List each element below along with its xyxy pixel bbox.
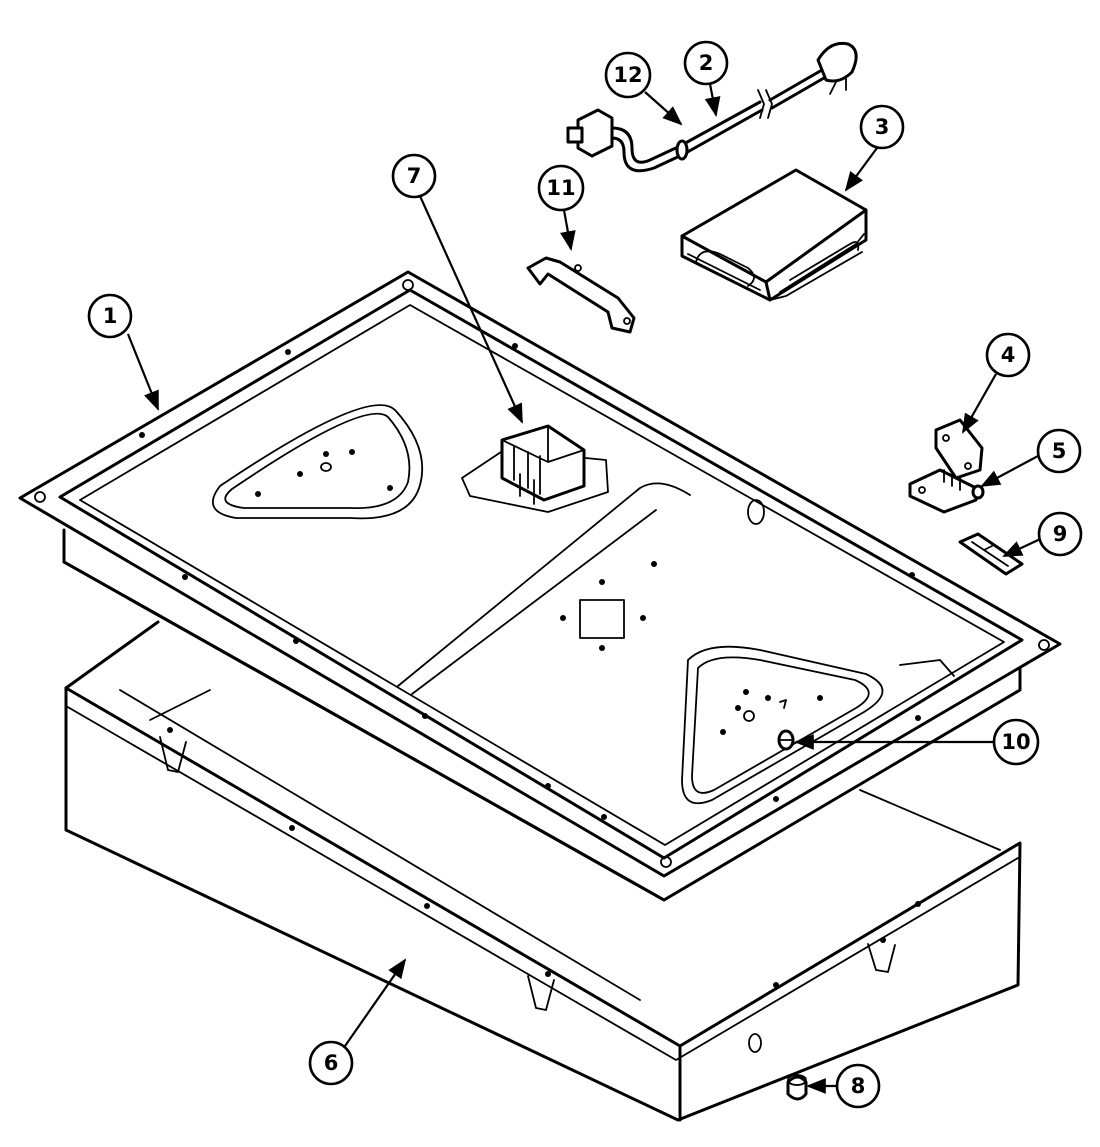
leader-2 bbox=[704, 83, 721, 117]
leader-1 bbox=[126, 333, 160, 411]
callout-label: 10 bbox=[1001, 730, 1030, 754]
callout-2: 2 bbox=[683, 40, 729, 86]
callout-label: 2 bbox=[699, 51, 714, 75]
callout-1: 1 bbox=[87, 293, 133, 339]
control-box bbox=[680, 168, 868, 302]
base-box bbox=[64, 620, 1022, 1122]
callout-9: 9 bbox=[1037, 511, 1083, 557]
callout-7: 7 bbox=[391, 153, 437, 199]
callout-label: 9 bbox=[1053, 522, 1068, 546]
callout-label: 3 bbox=[875, 115, 890, 139]
callout-8: 8 bbox=[835, 1063, 881, 1109]
callout-4: 4 bbox=[985, 332, 1031, 378]
callout-5: 5 bbox=[1036, 428, 1082, 474]
bracket bbox=[526, 256, 636, 334]
callout-12: 12 bbox=[604, 51, 652, 99]
leader-lines bbox=[126, 83, 1052, 1094]
leader-6 bbox=[344, 958, 407, 1047]
leader-3 bbox=[844, 147, 878, 192]
leader-5 bbox=[980, 455, 1039, 487]
callout-label: 5 bbox=[1052, 439, 1067, 463]
callout-11: 11 bbox=[537, 164, 585, 212]
callout-label: 12 bbox=[613, 63, 642, 87]
callout-6: 6 bbox=[308, 1040, 354, 1086]
leader-11 bbox=[560, 209, 576, 251]
leader-12 bbox=[644, 91, 683, 126]
hinge bbox=[908, 418, 985, 514]
leader-4 bbox=[962, 373, 997, 434]
callout-label: 7 bbox=[407, 164, 422, 188]
screw bbox=[777, 729, 795, 751]
cooktop-panel bbox=[18, 270, 1062, 902]
clip bbox=[958, 532, 1024, 576]
callout-label: 4 bbox=[1001, 343, 1016, 367]
power-cord bbox=[566, 41, 858, 173]
callout-label: 8 bbox=[851, 1074, 866, 1098]
callout-10: 10 bbox=[992, 718, 1040, 766]
callout-label: 1 bbox=[103, 304, 118, 328]
callout-3: 3 bbox=[859, 104, 905, 150]
terminal-block bbox=[461, 424, 609, 513]
grommet bbox=[786, 1074, 808, 1101]
leader-7 bbox=[418, 195, 524, 424]
callout-label: 6 bbox=[324, 1051, 339, 1075]
callout-label: 11 bbox=[546, 176, 575, 200]
